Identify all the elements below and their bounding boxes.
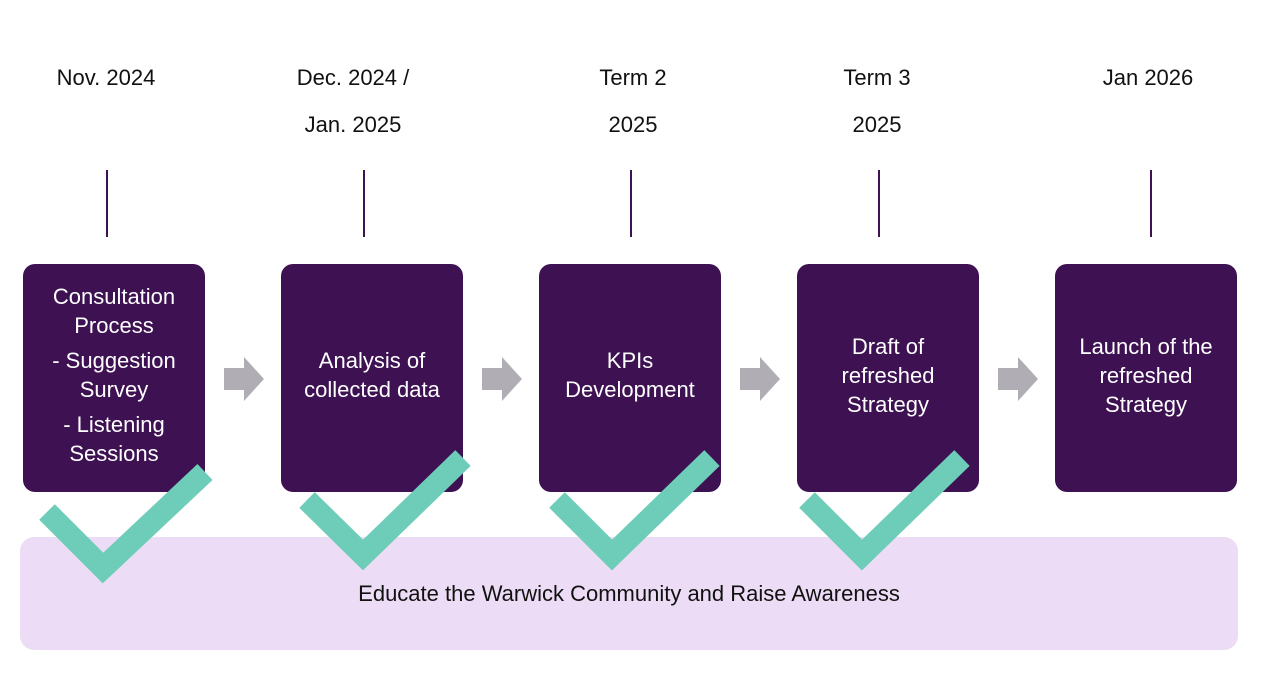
arrow-right-icon	[740, 357, 780, 401]
check-icon	[39, 463, 213, 584]
date-line: Jan 2026	[1102, 65, 1194, 90]
date-line: Term 3	[843, 65, 911, 90]
date-line: 2025	[852, 112, 902, 137]
arrow-right-icon	[998, 357, 1038, 401]
stage-box: KPIs Development	[539, 264, 721, 492]
stage-text: - Listening Sessions	[63, 412, 165, 466]
stage-text: Launch of the refreshed Strategy	[1079, 333, 1213, 417]
stage-text: Consultation Process	[52, 284, 176, 338]
timeline-tick	[106, 170, 108, 237]
stage-date: Term 3 2025	[777, 54, 977, 148]
stage-box: Analysis of collected data	[281, 264, 463, 492]
stage-date: Jan 2026	[1048, 54, 1248, 101]
arrow-right-icon	[224, 357, 264, 401]
stage-date: Nov. 2024	[6, 54, 206, 101]
timeline-tick	[363, 170, 365, 237]
date-line: 2025	[608, 112, 658, 137]
stage-date: Dec. 2024 / Jan. 2025	[253, 54, 453, 148]
timeline-tick	[878, 170, 880, 237]
stage-box: Draft of refreshed Strategy	[797, 264, 979, 492]
stage-text: KPIs Development	[565, 348, 695, 402]
stage-box: Consultation Process - Suggestion Survey -…	[23, 264, 205, 492]
stage-text: Analysis of collected data	[304, 348, 440, 402]
check-icon	[299, 450, 471, 571]
date-line: Nov. 2024	[56, 65, 156, 90]
check-icon	[549, 450, 720, 571]
date-line: Dec. 2024 /	[296, 65, 410, 90]
stage-text: Draft of refreshed Strategy	[841, 333, 935, 417]
date-line: Jan. 2025	[304, 112, 402, 137]
arrow-right-icon	[482, 357, 522, 401]
stage-text: - Suggestion Survey	[52, 348, 176, 402]
date-line: Term 2	[599, 65, 667, 90]
stage-box: Launch of the refreshed Strategy	[1055, 264, 1237, 492]
stage-date: Term 2 2025	[533, 54, 733, 148]
check-icon	[799, 450, 970, 571]
timeline-tick	[630, 170, 632, 237]
timeline-tick	[1150, 170, 1152, 237]
banner-text: Educate the Warwick Community and Raise …	[358, 580, 900, 606]
awareness-banner: Educate the Warwick Community and Raise …	[20, 537, 1238, 650]
